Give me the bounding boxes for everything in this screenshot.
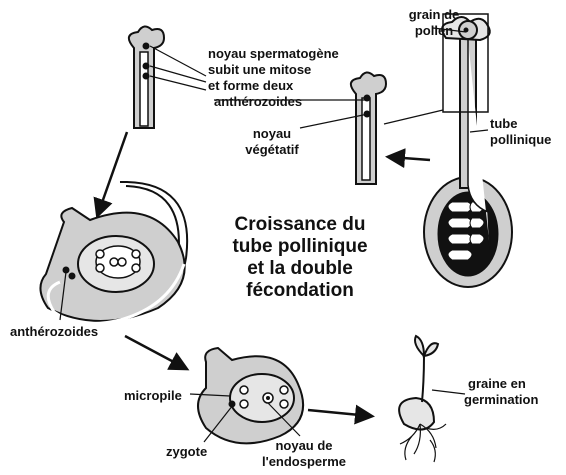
label-zygote: zygote [166,444,207,459]
label-noyau-vegetatif-2: végétatif [245,142,299,157]
label-noyau-endosperme-1: noyau de [275,438,332,453]
label-noyau-spermatogene-4: anthérozoides [214,94,302,109]
title-line-3: et la double [247,258,353,279]
pistil-with-pollen-tube [424,14,512,287]
label-grain-de-pollen-2: pollen [415,23,453,38]
label-noyau-endosperme-2: l'endosperme [262,454,346,469]
label-micropile: micropile [124,388,182,403]
label-tube-pollinique-1: tube [490,116,517,131]
title-line-1: Croissance du [235,214,366,235]
arrow-ovule-to-zygote [125,336,185,368]
label-grain-de-pollen-1: grain de [409,7,460,22]
label-graine-germination-1: graine en [468,376,526,391]
label-noyau-spermatogene-2: subit une mitose [208,62,311,77]
title-line-2: tube pollinique [232,236,367,257]
label-noyau-vegetatif-1: noyau [253,126,291,141]
label-antherozoides: anthérozoides [10,324,98,339]
germinating-seed [399,336,446,462]
arrow-tube-to-closeup [390,157,430,160]
arrow-zygote-to-seed [308,410,370,416]
label-noyau-spermatogene-1: noyau spermatogène [208,46,339,61]
pollen-tube-closeup-2 [351,72,386,184]
pollen-tube-closeup-1 [129,26,164,128]
label-tube-pollinique-2: pollinique [490,132,551,147]
arrow-closeup-to-ovule [98,132,127,214]
label-graine-germination-2: germination [464,392,538,407]
label-noyau-spermatogene-3: et forme deux [208,78,294,93]
title-line-4: fécondation [246,280,354,301]
